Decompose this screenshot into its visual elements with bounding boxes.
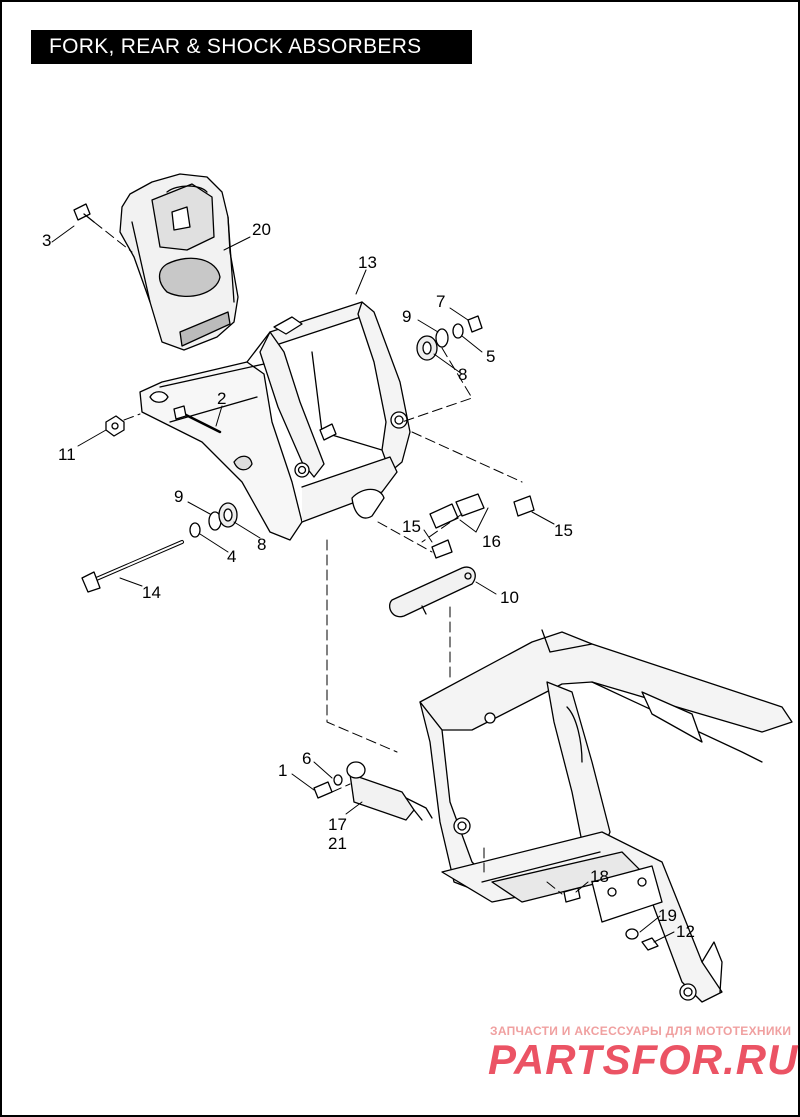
callout-10: 10 <box>500 588 519 607</box>
watermark-tagline: ЗАПЧАСТИ И АКСЕССУАРЫ ДЛЯ МОТОТЕХНИКИ <box>490 1024 792 1038</box>
frame <box>419 629 793 1003</box>
watermark-logo: PARTSFOR.RU <box>488 1036 799 1083</box>
callout-17: 17 <box>328 815 347 834</box>
callout-15a: 15 <box>402 517 421 536</box>
callout-9a: 9 <box>402 307 411 326</box>
callout-4: 4 <box>227 547 236 566</box>
leader-lines <box>51 225 675 943</box>
callout-labels: 3 20 13 7 9 5 8 2 11 9 8 4 14 15 16 15 1… <box>42 220 695 941</box>
callout-9b: 9 <box>174 487 183 506</box>
callout-1: 1 <box>278 761 287 780</box>
assembly-lines <box>93 221 563 895</box>
callout-19: 19 <box>658 906 677 925</box>
callout-3: 3 <box>42 231 51 250</box>
callout-13: 13 <box>358 253 377 272</box>
callout-14: 14 <box>142 583 161 602</box>
callout-12: 12 <box>676 922 695 941</box>
callout-16: 16 <box>482 532 501 551</box>
callout-18: 18 <box>590 867 609 886</box>
callout-15b: 15 <box>554 521 573 540</box>
part-20-cover <box>119 173 239 351</box>
callout-20: 20 <box>252 220 271 239</box>
page-title: FORK, REAR & SHOCK ABSORBERS <box>31 30 472 64</box>
callout-8b: 8 <box>257 535 266 554</box>
callout-8a: 8 <box>458 365 467 384</box>
callout-21: 21 <box>328 834 347 853</box>
hardware-parts <box>73 203 659 951</box>
callout-11: 11 <box>58 445 76 464</box>
callout-2: 2 <box>217 389 226 408</box>
callout-7: 7 <box>436 292 445 311</box>
callout-5: 5 <box>486 347 495 366</box>
callout-6: 6 <box>302 749 311 768</box>
